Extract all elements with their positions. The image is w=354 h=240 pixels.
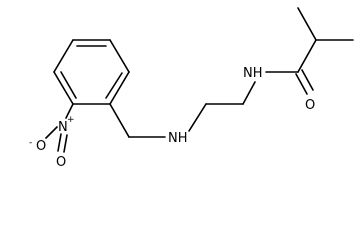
- ch2-to-nh-bond: [242, 81, 256, 105]
- nitro-double-bond: [57, 133, 62, 152]
- nitro-n-label: N: [58, 120, 68, 135]
- carbonyl-o-label: O: [305, 98, 315, 113]
- ch-to-methyl-bond: [297, 7, 317, 41]
- ring-bond: [109, 39, 130, 73]
- ring-to-nitro-bond: [65, 103, 74, 119]
- molecule-canvas: N + O O - NH NH O: [29, 7, 354, 170]
- ring-double-bond: [105, 72, 123, 99]
- ring-double-bond: [60, 71, 77, 99]
- nitro-single-bond: [45, 126, 58, 139]
- nitro-o-charge: -: [29, 138, 32, 148]
- ring-bond: [109, 71, 130, 105]
- benzene-ring: [53, 39, 130, 105]
- amine-nh-label: NH: [168, 131, 188, 146]
- nitro-o-label: O: [56, 155, 66, 170]
- nitro-n-charge: +: [67, 115, 75, 125]
- nitro-group: N + O O -: [29, 103, 75, 170]
- amide-nh-label: NH: [243, 66, 263, 81]
- ring-bond: [53, 39, 74, 73]
- carbonyl-to-ch-bond: [297, 39, 317, 73]
- ring-bond: [53, 71, 74, 105]
- carbonyl-double-bond: [301, 69, 314, 91]
- nh-to-ch2-bond: [188, 103, 207, 132]
- ring-to-ch2-bond: [109, 103, 130, 138]
- nitro-double-bond: [63, 134, 68, 153]
- nitro-o-minus-label: O: [36, 139, 46, 154]
- structure-diagram: N + O O - NH NH O: [29, 7, 354, 170]
- carbonyl-double-bond: [295, 73, 308, 95]
